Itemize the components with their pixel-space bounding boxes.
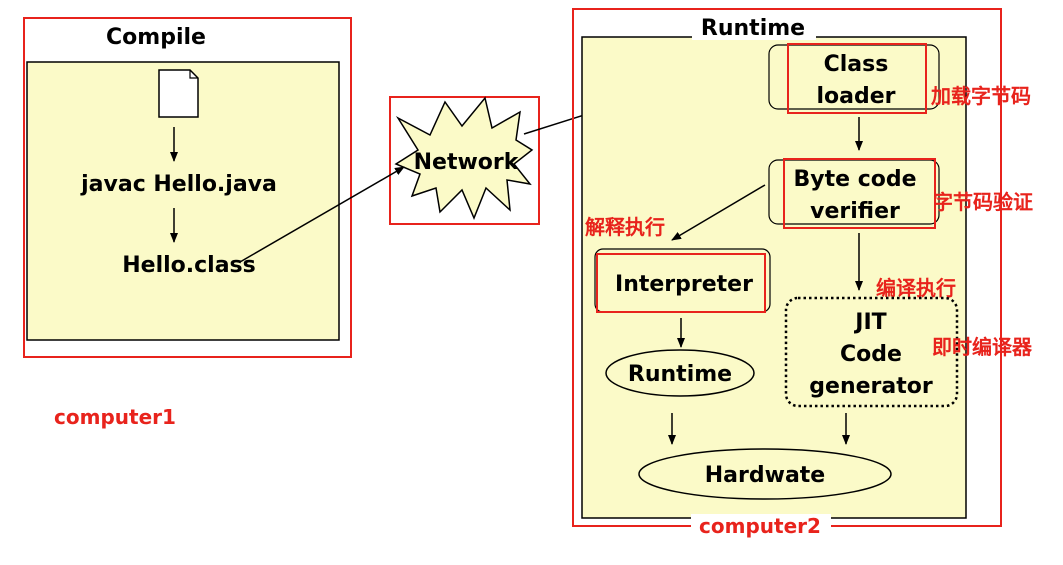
runtime-oval-label: Runtime xyxy=(628,362,732,387)
annotation-compile-exec: 编译执行 xyxy=(876,276,956,300)
class-loader-line1: Class xyxy=(824,52,889,77)
arrow-verifier-to-interpreter xyxy=(671,184,766,241)
jit-line3: generator xyxy=(809,374,933,399)
arrow-class-to-network xyxy=(239,166,405,263)
annotation-load-bytecode: 加载字节码 xyxy=(930,84,1031,108)
network-burst xyxy=(394,96,534,220)
annotation-jit-compiler: 即时编译器 xyxy=(932,335,1033,359)
network-label: Network xyxy=(414,150,520,175)
hardware-oval xyxy=(638,448,892,500)
javac-step: javac Hello.java xyxy=(80,172,277,197)
verifier-highlight xyxy=(783,158,936,229)
document-icon xyxy=(158,69,199,118)
jit-box xyxy=(784,296,959,408)
annotation-verify-bytecode: 字节码验证 xyxy=(933,190,1033,214)
runtime-oval xyxy=(605,349,755,397)
computer1-label: computer1 xyxy=(54,405,176,429)
hardware-label: Hardwate xyxy=(705,463,825,488)
interpreter-highlight xyxy=(596,253,766,313)
jit-line2: Code xyxy=(840,342,902,367)
class-loader-highlight xyxy=(787,43,927,114)
runtime-title: Runtime xyxy=(701,16,805,41)
runtime-title-bg xyxy=(692,14,816,40)
annotation-interpret-exec: 解释执行 xyxy=(585,215,665,239)
jit-line1: JIT xyxy=(853,310,886,335)
interpreter-label: Interpreter xyxy=(615,272,753,297)
verifier-line1: Byte code xyxy=(793,167,916,192)
verifier-line2: verifier xyxy=(810,199,900,224)
hello-class: Hello.class xyxy=(122,253,256,278)
computer2-label-bg xyxy=(691,514,831,538)
computer2-label: computer2 xyxy=(699,514,821,538)
network-frame xyxy=(389,96,540,225)
class-loader-line2: loader xyxy=(816,84,895,109)
compile-title: Compile xyxy=(106,25,206,50)
computer1-frame xyxy=(23,17,352,358)
